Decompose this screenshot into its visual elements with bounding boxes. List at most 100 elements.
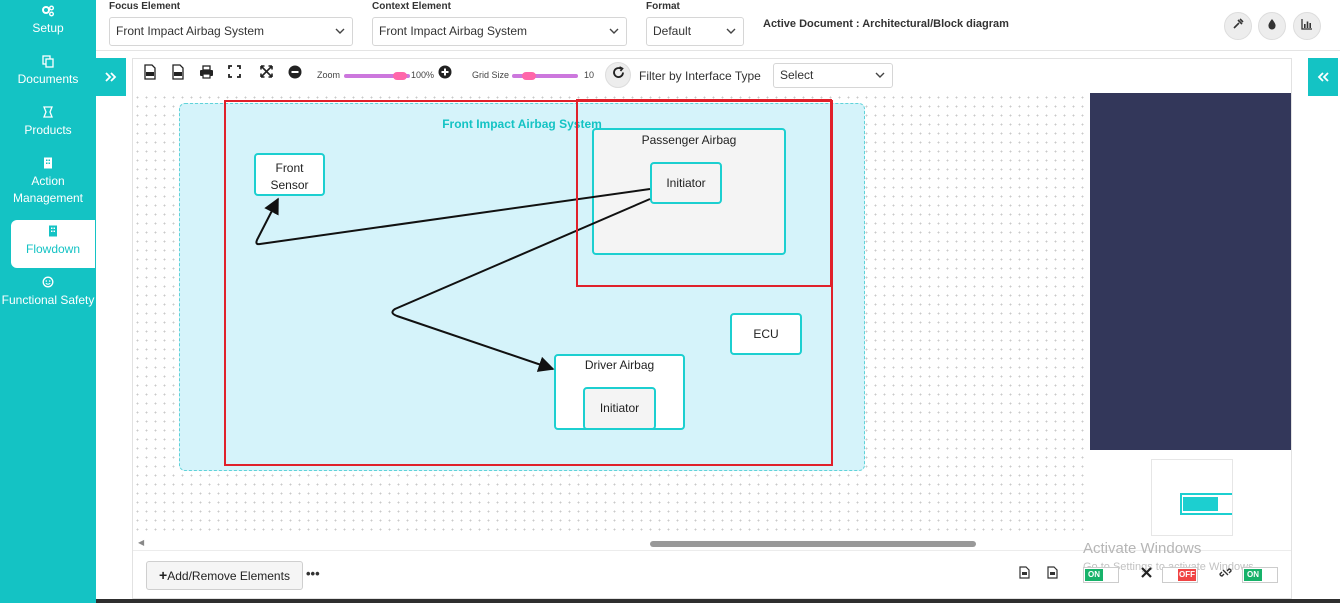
block-label: Driver Airbag <box>584 358 655 372</box>
double-chevron-left-icon <box>1317 69 1329 85</box>
sidebar-item-label: Functional Safety <box>1 293 95 307</box>
window-bottom-edge <box>96 599 1340 603</box>
passenger-initiator-block[interactable]: Initiator <box>650 162 722 204</box>
connectors-layer <box>255 188 651 372</box>
fit-to-screen-button[interactable] <box>258 65 274 82</box>
unlink-icon <box>1218 566 1232 584</box>
droplet-icon <box>1267 17 1277 35</box>
print-button[interactable] <box>198 64 214 84</box>
chevron-down-icon <box>609 18 619 56</box>
format-label: Format <box>646 1 680 12</box>
ecu-block[interactable]: ECU <box>730 313 802 355</box>
block-label: Passenger Airbag <box>641 133 737 147</box>
sidebar-item-label: Setup <box>32 21 64 35</box>
grid-size-slider[interactable] <box>512 72 578 80</box>
expand-right-panel-button[interactable] <box>1308 58 1338 96</box>
file-png-icon <box>171 63 185 85</box>
sidebar-item-setup[interactable]: Setup <box>0 4 96 37</box>
zoom-slider[interactable] <box>344 72 410 80</box>
fill-color-button[interactable] <box>1258 12 1286 40</box>
horizontal-scrollbar-thumb[interactable] <box>650 541 976 547</box>
sidebar-item-products[interactable]: Products <box>0 106 96 139</box>
sidebar: Setup Documents Products Action Manageme… <box>0 0 96 603</box>
zoom-slider-knob[interactable] <box>393 72 408 80</box>
interface-type-value: Select <box>780 68 814 82</box>
product-icon <box>0 106 96 122</box>
more-options-icon[interactable]: ••• <box>306 566 320 581</box>
zoom-value: 100% <box>411 70 435 80</box>
block-label: Front Sensor <box>270 161 309 192</box>
sidebar-item-label: Documents <box>17 72 79 86</box>
fullscreen-button[interactable] <box>226 65 242 83</box>
expand-left-panel-button[interactable] <box>96 58 126 96</box>
sidebar-item-flowdown[interactable]: Flowdown <box>11 220 95 268</box>
bar-chart-icon <box>1301 17 1313 35</box>
block-label: ECU <box>753 327 779 341</box>
file-icon <box>1018 566 1030 584</box>
focus-element-select[interactable]: Front Impact Airbag System <box>109 17 353 46</box>
link-button[interactable] <box>1216 566 1234 584</box>
sidebar-item-label: Products <box>24 123 72 137</box>
connector-initiator-to-front-sensor <box>255 188 651 246</box>
printer-icon <box>199 64 214 84</box>
eyedropper-button[interactable] <box>1224 12 1252 40</box>
zoom-label: Zoom <box>317 70 341 80</box>
chevron-down-icon <box>726 18 736 56</box>
add-remove-elements-button[interactable]: +Add/Remove Elements <box>146 561 303 590</box>
building-icon <box>11 225 95 241</box>
interface-type-select[interactable]: Select <box>773 63 893 88</box>
switch-state: ON <box>1085 569 1103 581</box>
focus-element-label: Focus Element <box>109 1 181 12</box>
minimap[interactable] <box>1090 93 1291 450</box>
grid-size-value: 10 <box>584 70 595 80</box>
plus-icon: + <box>159 567 168 583</box>
file-icon <box>1046 566 1058 584</box>
system-title: Front Impact Airbag System <box>442 117 602 131</box>
refresh-icon <box>612 66 625 84</box>
context-element-select[interactable]: Front Impact Airbag System <box>372 17 627 46</box>
eyedropper-icon <box>1232 17 1244 35</box>
diagram-canvas[interactable]: Front Impact Airbag System Front Sensor … <box>133 93 1090 536</box>
building-icon <box>0 157 96 173</box>
scroll-left-icon[interactable]: ◀ <box>138 538 145 547</box>
connector-initiator-to-driver-airbag <box>391 198 651 372</box>
chart-button[interactable] <box>1293 12 1321 40</box>
block-label: Initiator <box>599 401 640 415</box>
grid-size-label: Grid Size <box>472 70 510 80</box>
export-svg-button[interactable] <box>142 63 158 82</box>
filter-interface-label: Filter by Interface Type <box>639 69 761 83</box>
sidebar-item-label: Action Management <box>12 174 84 205</box>
copy-icon <box>0 55 96 71</box>
toggle-switch-3[interactable]: ON <box>1242 567 1278 583</box>
sidebar-item-documents[interactable]: Documents <box>0 55 96 88</box>
switch-state: ON <box>1244 569 1262 581</box>
export-pdf-button[interactable] <box>1015 566 1033 584</box>
format-select[interactable]: Default <box>646 17 744 46</box>
tools-button[interactable] <box>1137 566 1155 584</box>
expand-icon <box>227 65 241 83</box>
activate-windows-title: Activate Windows <box>1083 540 1202 557</box>
front-sensor-block[interactable]: Front Sensor <box>254 153 325 196</box>
export-png-button[interactable] <box>170 63 186 85</box>
minimap-viewport <box>1180 493 1240 519</box>
refresh-button[interactable] <box>605 62 631 88</box>
add-remove-elements-label: Add/Remove Elements <box>167 569 290 583</box>
export-doc-button[interactable] <box>1043 566 1061 584</box>
driver-initiator-block[interactable]: Initiator <box>583 387 656 430</box>
sidebar-item-functional-safety[interactable]: Functional Safety <box>0 276 96 309</box>
switch-state: OFF <box>1178 569 1196 581</box>
minimap-overview[interactable] <box>1151 459 1240 536</box>
zoom-in-button[interactable] <box>437 65 453 82</box>
zoom-out-button[interactable] <box>287 65 303 84</box>
context-element-label: Context Element <box>372 1 451 12</box>
minus-circle-icon <box>288 65 302 84</box>
grid-size-slider-knob[interactable] <box>522 72 537 80</box>
sidebar-item-action-management[interactable]: Action Management <box>0 157 96 207</box>
chevron-down-icon <box>875 64 885 96</box>
sidebar-item-label: Flowdown <box>25 242 81 256</box>
toggle-switch-1[interactable]: ON <box>1083 567 1119 583</box>
smile-icon <box>0 276 96 292</box>
toggle-switch-2[interactable]: OFF <box>1162 567 1198 583</box>
double-chevron-right-icon <box>105 69 117 85</box>
